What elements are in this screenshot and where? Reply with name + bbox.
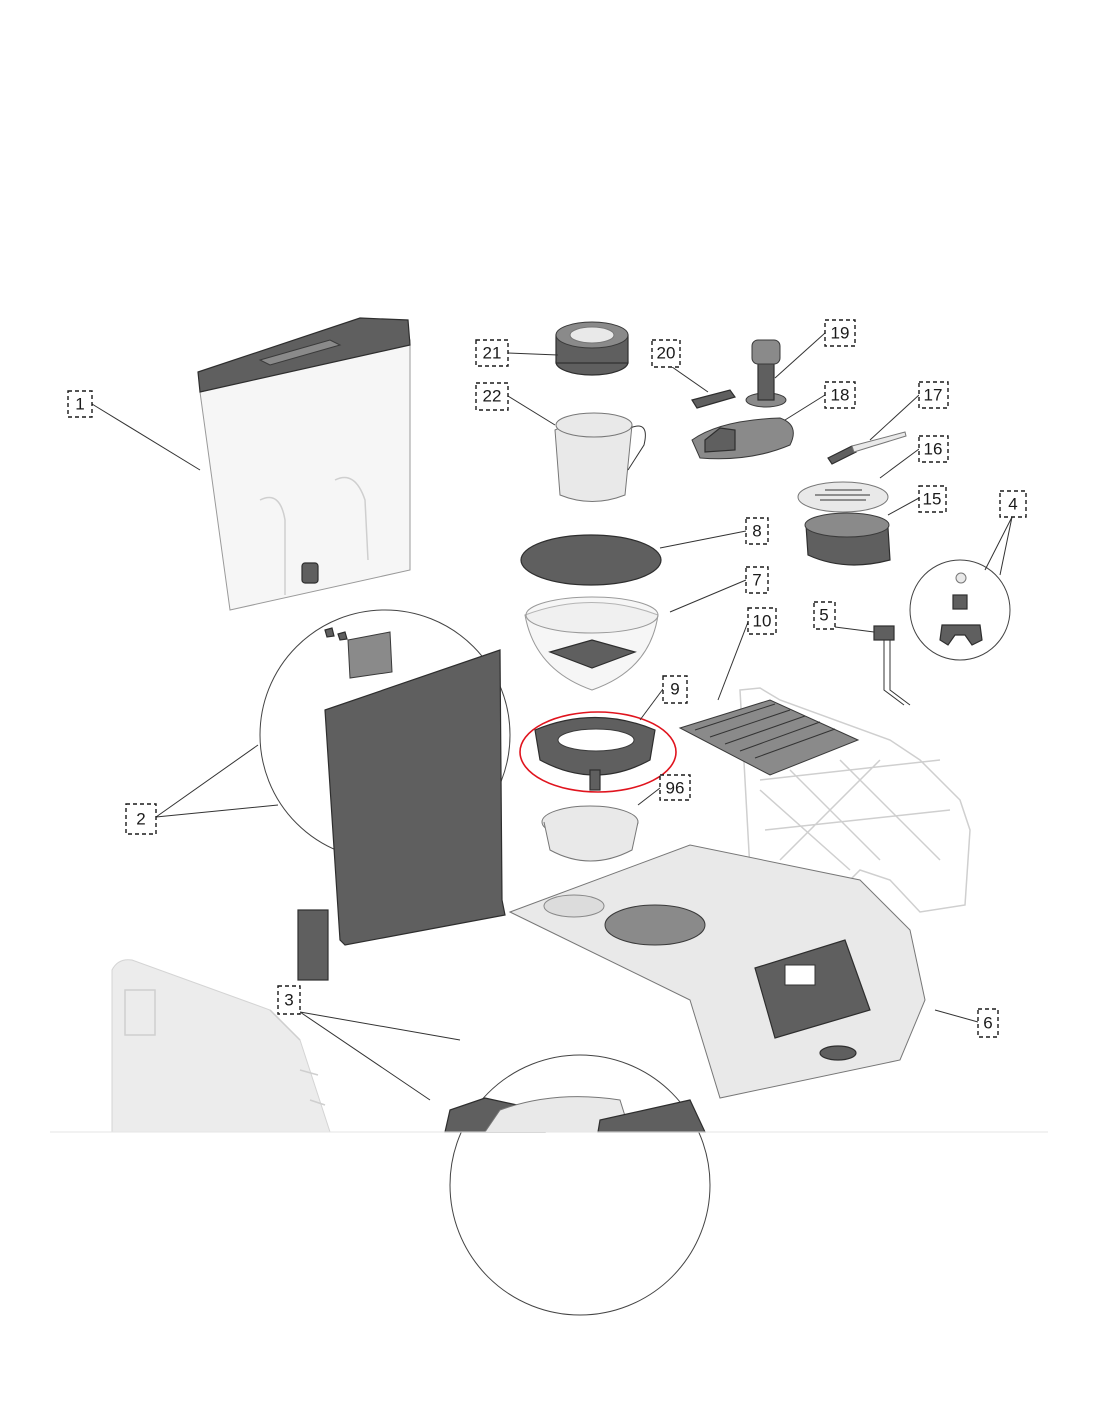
spout-detail bbox=[909, 559, 1011, 661]
callout-3: 3 bbox=[277, 985, 301, 1015]
seal-rings bbox=[555, 321, 629, 376]
callout-5: 5 bbox=[813, 601, 836, 630]
svg-text:8: 8 bbox=[752, 522, 761, 541]
callout-10: 10 bbox=[747, 607, 777, 635]
callout-4: 4 bbox=[999, 490, 1027, 518]
milk-jug bbox=[554, 412, 646, 502]
tamper-station bbox=[691, 417, 794, 460]
callout-2: 2 bbox=[125, 803, 157, 835]
ghost-machine-body bbox=[111, 959, 331, 1133]
sensor bbox=[873, 625, 911, 706]
bean-container bbox=[524, 596, 659, 691]
callouts: 1 2 3 4 5 6 7 8 9 10 15 16 17 18 19 20 2… bbox=[67, 319, 1027, 1038]
grinder-collar bbox=[541, 805, 639, 862]
svg-text:10: 10 bbox=[753, 612, 772, 631]
svg-text:20: 20 bbox=[657, 344, 676, 363]
svg-text:96: 96 bbox=[666, 779, 685, 798]
callout-15: 15 bbox=[918, 485, 947, 513]
svg-text:3: 3 bbox=[284, 991, 293, 1010]
callout-20: 20 bbox=[651, 339, 681, 368]
callout-22: 22 bbox=[475, 382, 509, 411]
callout-19: 19 bbox=[824, 319, 856, 347]
svg-text:7: 7 bbox=[752, 571, 761, 590]
callout-96: 96 bbox=[659, 774, 691, 801]
callout-16: 16 bbox=[918, 435, 949, 463]
leader-lines bbox=[91, 332, 1013, 1101]
svg-text:6: 6 bbox=[983, 1014, 992, 1033]
rear-panel bbox=[259, 609, 511, 981]
callout-9: 9 bbox=[662, 675, 688, 704]
bottom-components bbox=[444, 1054, 711, 1316]
clip-tool bbox=[691, 389, 736, 409]
svg-text:1: 1 bbox=[75, 395, 84, 414]
callout-1: 1 bbox=[67, 390, 93, 418]
drip-grid bbox=[797, 481, 889, 513]
callout-21: 21 bbox=[475, 339, 509, 367]
svg-text:5: 5 bbox=[819, 606, 828, 625]
svg-text:21: 21 bbox=[483, 344, 502, 363]
callout-18: 18 bbox=[824, 381, 856, 409]
callout-8: 8 bbox=[745, 517, 769, 545]
bean-container-lid bbox=[520, 534, 662, 586]
svg-text:17: 17 bbox=[924, 386, 943, 405]
highlight-ellipse bbox=[519, 711, 677, 793]
callout-7: 7 bbox=[745, 566, 769, 594]
callout-17: 17 bbox=[918, 381, 949, 409]
svg-text:4: 4 bbox=[1008, 495, 1017, 514]
top-cover bbox=[508, 844, 926, 1099]
svg-text:15: 15 bbox=[923, 490, 942, 509]
svg-text:19: 19 bbox=[831, 324, 850, 343]
svg-text:18: 18 bbox=[831, 386, 850, 405]
tamper bbox=[745, 339, 787, 408]
cleaning-brush bbox=[827, 431, 907, 465]
svg-text:16: 16 bbox=[924, 440, 943, 459]
grinder-ring bbox=[519, 711, 677, 793]
svg-text:2: 2 bbox=[136, 810, 145, 829]
drip-tray bbox=[804, 512, 891, 566]
water-tank bbox=[197, 317, 411, 611]
callout-6: 6 bbox=[977, 1008, 999, 1038]
svg-text:22: 22 bbox=[483, 387, 502, 406]
svg-text:9: 9 bbox=[670, 680, 679, 699]
cup-grid bbox=[678, 699, 860, 776]
